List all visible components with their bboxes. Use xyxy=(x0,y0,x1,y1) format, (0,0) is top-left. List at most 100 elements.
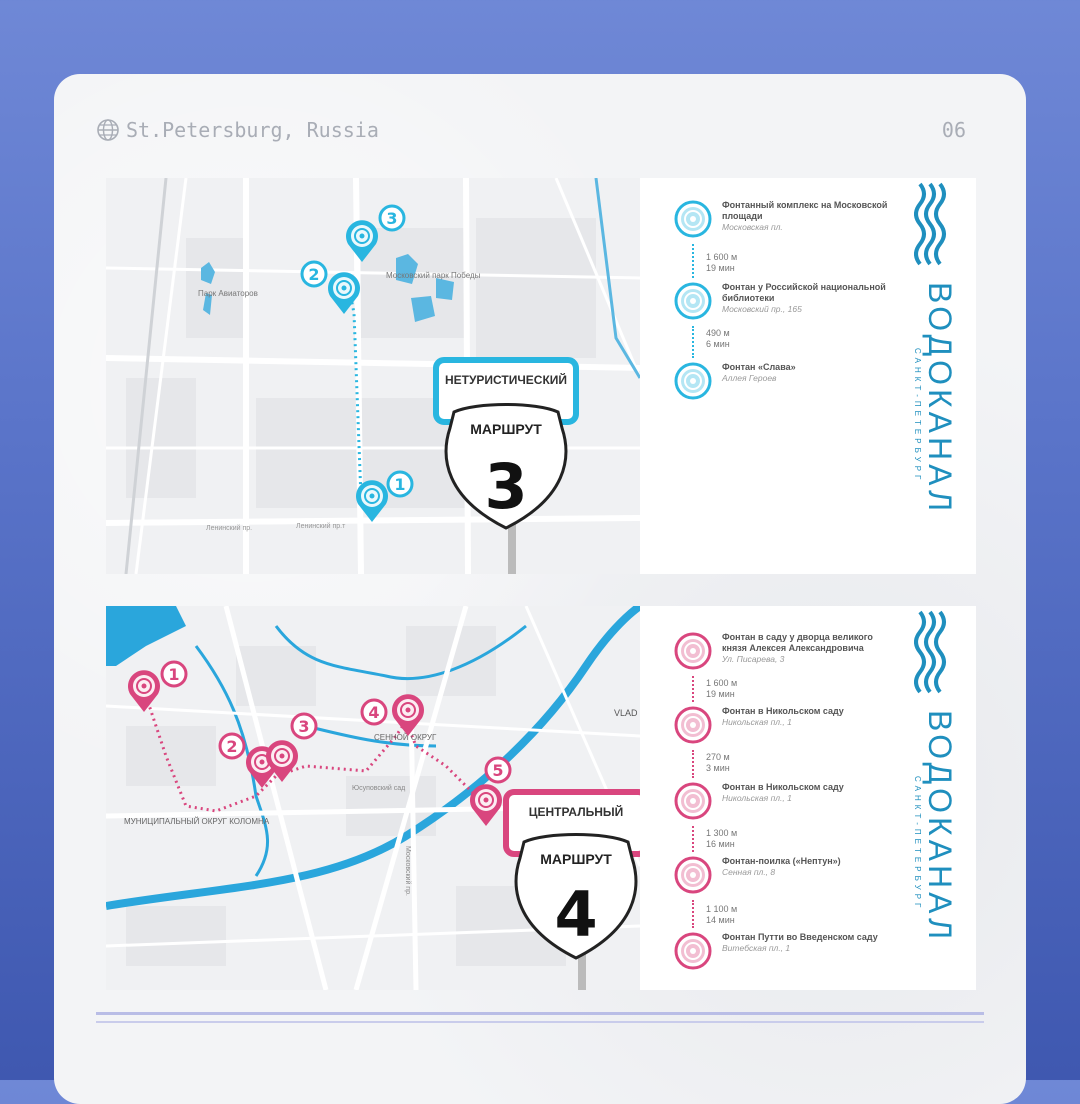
leg-time: 19 мин xyxy=(706,263,735,273)
map-label: МУНИЦИПАЛЬНЫЙ ОКРУГ КОЛОМНА xyxy=(124,817,270,826)
legend-stop: Фонтан в саду у дворца великого князя Ал… xyxy=(674,632,894,670)
route-4-sign-word: МАРШРУТ xyxy=(540,851,612,867)
pin-number: 1 xyxy=(394,475,405,494)
fountain-icon xyxy=(674,632,712,670)
fountain-icon xyxy=(674,782,712,820)
stop-address: Витебская пл., 1 xyxy=(722,943,791,953)
stop-address: Московская пл. xyxy=(722,222,783,232)
pin-number: 3 xyxy=(298,717,309,736)
brand-name: ВОДОКАНАЛ xyxy=(922,710,958,944)
route-dots xyxy=(692,326,696,358)
page-card: St.Petersburg, Russia 06 xyxy=(54,74,1026,1104)
brand-block: ВОДОКАНАЛ САНКТ-ПЕТЕРБУРГ xyxy=(913,606,964,990)
stop-address: Никольская пл., 1 xyxy=(722,717,792,727)
brand-city: САНКТ-ПЕТЕРБУРГ xyxy=(913,348,922,484)
map-label: Юсуповский сад xyxy=(352,784,405,792)
map-label: Парк Авиаторов xyxy=(198,289,258,298)
leg-distance-value: 270 м xyxy=(706,752,730,762)
legend-stop: Фонтан в Никольском саду Никольская пл.,… xyxy=(674,706,844,744)
map-label: Ленинский пр. xyxy=(206,524,252,532)
map-label: Ленинский пр.т xyxy=(296,522,346,530)
pin-number: 2 xyxy=(308,265,319,284)
route-dots xyxy=(692,676,696,702)
pin-number: 4 xyxy=(368,703,379,722)
leg-time: 19 мин xyxy=(706,689,735,699)
map-label: СЕННОЙ ОКРУГ xyxy=(374,733,437,742)
legend-stop: Фонтанный комплекс на Московской площади… xyxy=(674,200,894,238)
stop-address: Сенная пл., 8 xyxy=(722,867,776,877)
legend-stop: Фонтан у Российской национальной библиот… xyxy=(674,282,894,320)
route-3-sign: НЕТУРИСТИЧЕСКИЙ МАРШРУТ 3 xyxy=(433,357,579,574)
stop-name: Фонтан в саду у дворца великого князя Ал… xyxy=(722,632,873,653)
pin-number: 5 xyxy=(492,761,503,780)
fountain-icon xyxy=(674,362,712,400)
leg-time: 16 мин xyxy=(706,839,735,849)
leg-distance-value: 1 600 м xyxy=(706,252,738,262)
map-pin-icon[interactable]: 1 xyxy=(128,660,188,712)
map-label: Московский пр. xyxy=(404,846,412,896)
leg-distance-value: 490 м xyxy=(706,328,730,338)
stop-name: Фонтан Путти во Введенском саду xyxy=(722,932,878,942)
map-label: Московский парк Победы xyxy=(386,271,481,280)
route-4-panel: МУНИЦИПАЛЬНЫЙ ОКРУГ КОЛОМНА СЕННОЙ ОКРУГ… xyxy=(106,606,976,990)
route-4-legend: Фонтан в саду у дворца великого князя Ал… xyxy=(674,606,894,990)
legend-stop: Фонтан Путти во Введенском саду Витебска… xyxy=(674,932,878,970)
fountain-icon xyxy=(674,282,712,320)
waves-icon xyxy=(914,182,946,266)
location-text: St.Petersburg, Russia xyxy=(126,118,379,142)
route-3-legend: Фонтанный комплекс на Московской площади… xyxy=(674,178,894,574)
brand-block: ВОДОКАНАЛ САНКТ-ПЕТЕРБУРГ xyxy=(913,178,964,574)
brand-city: САНКТ-ПЕТЕРБУРГ xyxy=(913,776,922,912)
route-3-sign-word: МАРШРУТ xyxy=(470,421,542,437)
map-pin-icon[interactable]: 4 xyxy=(360,694,424,736)
route-3-sign-top: НЕТУРИСТИЧЕСКИЙ xyxy=(445,372,567,387)
stop-name: Фонтан в Никольском саду xyxy=(722,706,844,716)
leg-distance-value: 1 600 м xyxy=(706,678,738,688)
leg-time: 14 мин xyxy=(706,915,735,925)
map-pin-icon[interactable]: 5 xyxy=(470,756,512,826)
stop-name: Фонтан в Никольском саду xyxy=(722,782,844,792)
stop-address: Ул. Писарева, 3 xyxy=(722,654,785,664)
globe-icon xyxy=(97,119,119,141)
pin-number: 3 xyxy=(386,209,397,228)
legend-stop: Фонтан «Слава» Аллея Героев xyxy=(674,362,796,400)
route-4-map: МУНИЦИПАЛЬНЫЙ ОКРУГ КОЛОМНА СЕННОЙ ОКРУГ… xyxy=(106,606,640,990)
stop-address: Московский пр., 165 xyxy=(722,304,802,314)
map-pin-icon[interactable]: 3 xyxy=(266,712,318,782)
fountain-icon xyxy=(674,200,712,238)
legend-stop: Фонтан-поилка («Нептун») Сенная пл., 8 xyxy=(674,856,841,894)
divider-lines xyxy=(96,1012,984,1029)
route-3-map: Парк Авиаторов Московский парк Победы Ле… xyxy=(106,178,640,574)
pin-number: 2 xyxy=(226,737,237,756)
leg-distance-value: 1 100 м xyxy=(706,904,738,914)
fountain-icon xyxy=(674,706,712,744)
fountain-icon xyxy=(674,932,712,970)
route-dots xyxy=(692,750,696,778)
fountain-icon xyxy=(674,856,712,894)
route-dots xyxy=(692,826,696,852)
leg-time: 3 мин xyxy=(706,763,730,773)
route-dots xyxy=(692,900,696,928)
location-header: St.Petersburg, Russia xyxy=(96,118,379,142)
map-pin-icon[interactable]: 3 xyxy=(346,204,406,262)
map-pin-icon[interactable]: 1 xyxy=(356,470,414,522)
leg-time: 6 мин xyxy=(706,339,730,349)
map-pin-icon[interactable]: 2 xyxy=(300,260,360,314)
route-4-sign-top: ЦЕНТРАЛЬНЫЙ xyxy=(529,804,624,819)
route-3-panel: Парк Авиаторов Московский парк Победы Ле… xyxy=(106,178,976,574)
route-dots xyxy=(692,244,696,278)
leg-distance-value: 1 300 м xyxy=(706,828,738,838)
route-3-sign-number: 3 xyxy=(484,450,527,523)
map-label: VLAD xyxy=(614,708,638,718)
brand-name: ВОДОКАНАЛ xyxy=(922,282,958,516)
waves-icon xyxy=(914,610,946,694)
page-number: 06 xyxy=(941,118,966,142)
stop-address: Никольская пл., 1 xyxy=(722,793,792,803)
stop-name: Фонтанный комплекс на Московской площади xyxy=(722,200,888,221)
